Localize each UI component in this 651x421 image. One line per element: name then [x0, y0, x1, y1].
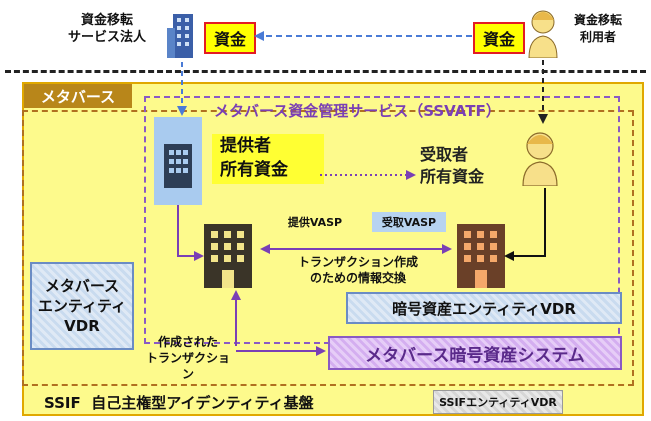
- funds-transfer-arrow: [320, 170, 416, 180]
- company-building-icon: [167, 14, 193, 58]
- service-company-label: 資金移転 サービス法人: [67, 13, 146, 45]
- receiver-person-icon: [522, 132, 558, 186]
- user-label: 資金移転 利用者: [573, 13, 622, 44]
- vasp-exchange-arrow: [260, 244, 452, 254]
- created-tx-label: 作成された トランザクション: [145, 335, 230, 381]
- layer-separator: [5, 70, 646, 73]
- exchange-label: トランザクション作成 のための情報交換: [297, 255, 418, 285]
- ssvatf-title: メタバース資金管理サービス（SSVATF）: [214, 102, 501, 120]
- receiver-vasp-label: 受取VASP: [372, 212, 446, 232]
- company-money-box: 資金: [204, 22, 256, 54]
- receiver-vasp-building-icon: [457, 224, 505, 288]
- money-transfer-arrow: [254, 31, 472, 41]
- ssif-title: SSIF 自己主権型アイデンティティ基盤: [44, 394, 314, 412]
- ssif-entity-vdr: SSIFエンティティVDR: [433, 390, 563, 414]
- metaverse-entity-vdr: メタバース エンティティ VDR: [30, 262, 134, 350]
- provider-funds-label: 提供者 所有資金: [212, 134, 324, 184]
- metaverse-title: メタバース: [24, 84, 132, 108]
- provider-building-icon: [164, 144, 192, 188]
- user-person-icon: [528, 10, 558, 58]
- metaverse-inner-region: [22, 110, 634, 386]
- user-money-box: 資金: [473, 22, 525, 54]
- crypto-entity-vdr: 暗号資産エンティティVDR: [346, 292, 622, 324]
- metaverse-crypto-system: メタバース暗号資産システム: [328, 336, 622, 370]
- receiver-funds-label: 受取者 所有資金: [420, 145, 485, 186]
- provider-vasp-label: 提供VASP: [287, 216, 343, 229]
- provider-vasp-building-icon: [204, 224, 252, 288]
